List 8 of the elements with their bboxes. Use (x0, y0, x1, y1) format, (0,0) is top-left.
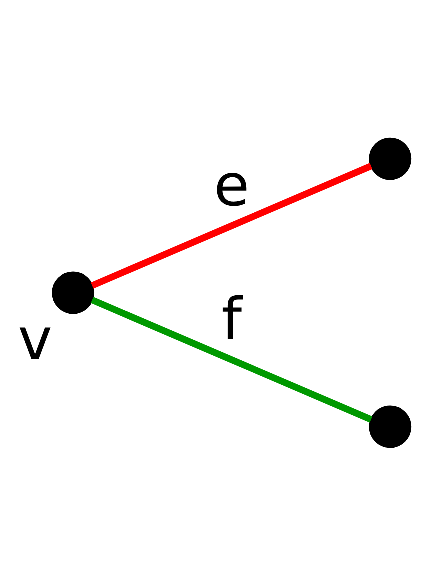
edge-label: f (222, 285, 242, 354)
connector (91, 297, 373, 423)
edge-label: e (214, 151, 250, 220)
connector (91, 163, 373, 289)
node-circle (369, 406, 412, 448)
node-circle (369, 138, 412, 180)
node-label: v (18, 306, 53, 374)
node-circle (52, 272, 95, 314)
